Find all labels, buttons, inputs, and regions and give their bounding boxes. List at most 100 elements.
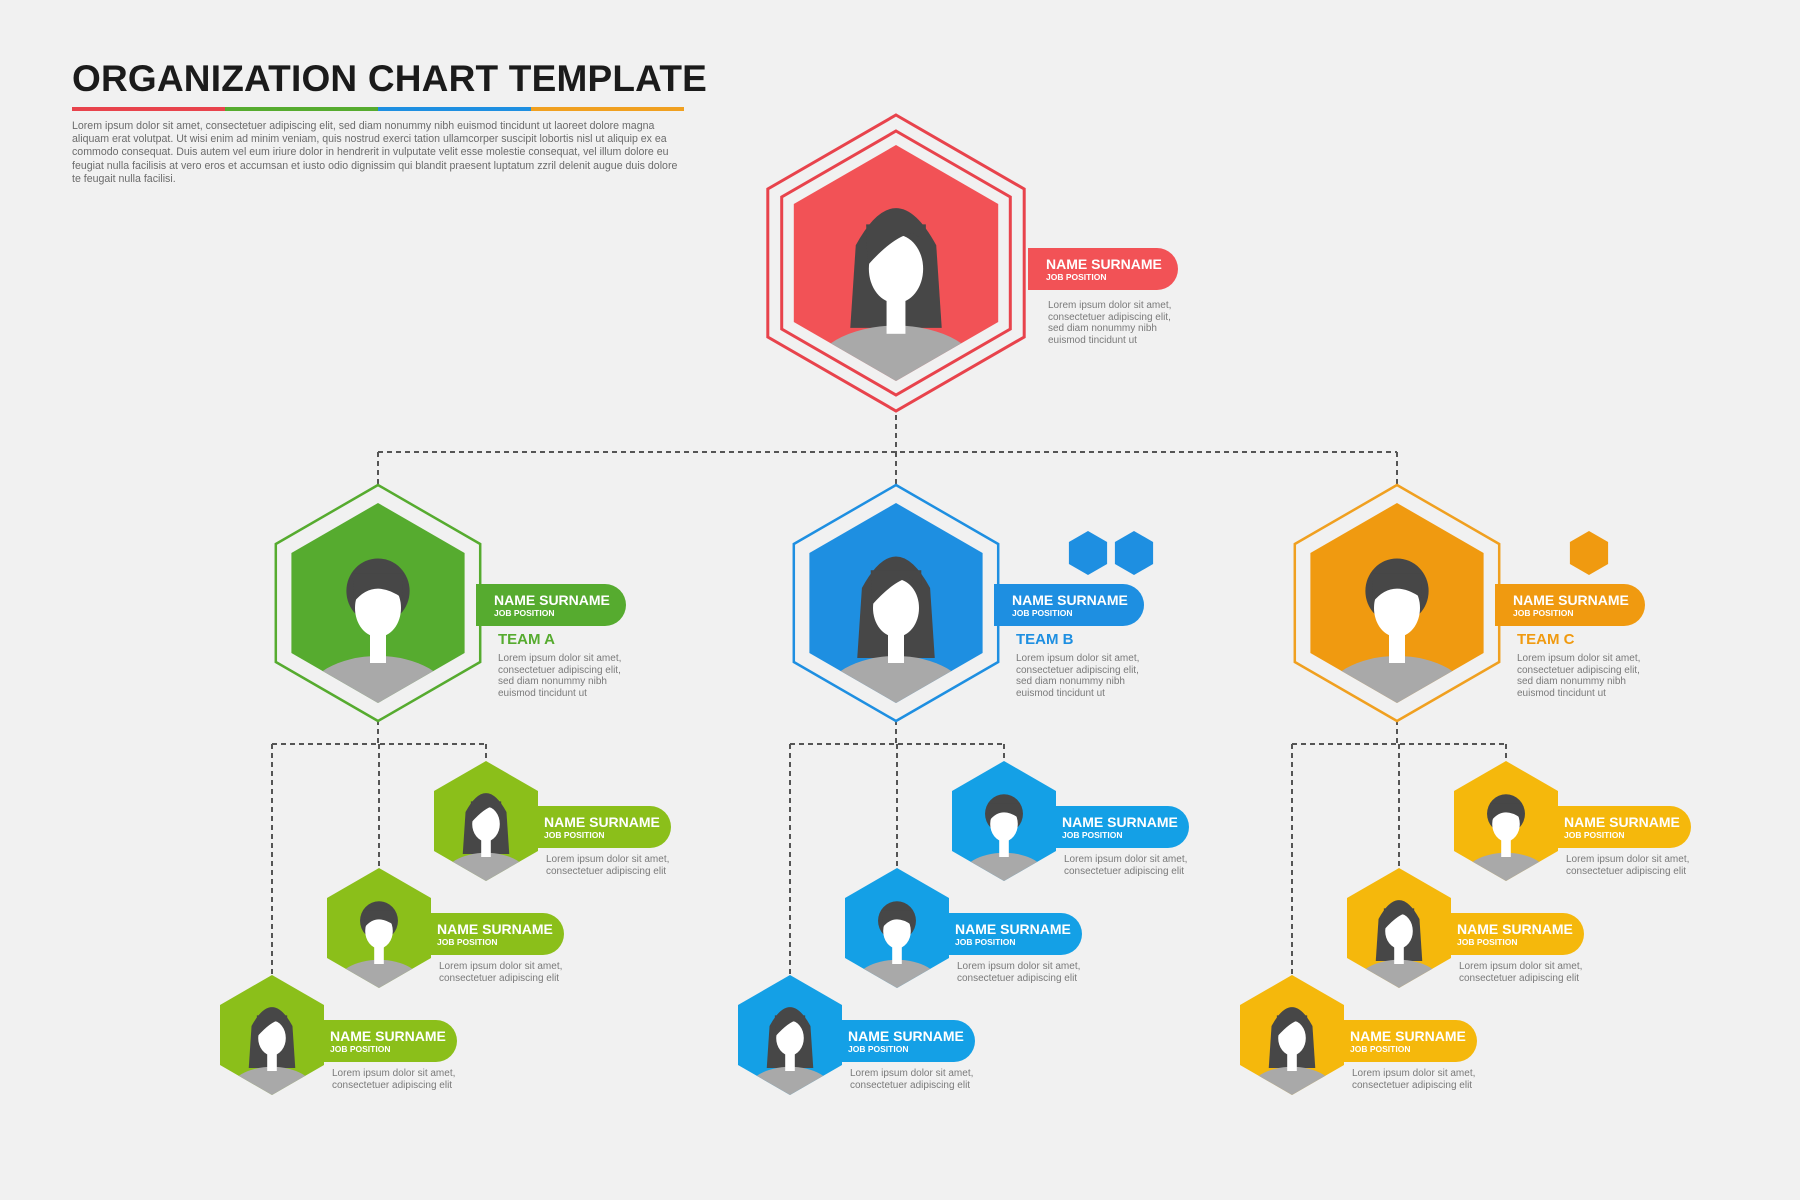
- person-description: Lorem ipsum dolor sit amet,consectetuer …: [1517, 653, 1640, 699]
- team-member-node: [738, 975, 842, 1095]
- description-line: Lorem ipsum dolor sit amet,: [1064, 854, 1188, 865]
- job-position: JOB POSITION: [848, 1044, 909, 1054]
- description-line: euismod tincidunt ut: [1048, 334, 1137, 346]
- person-description: Lorem ipsum dolor sit amet,consectetuer …: [1048, 300, 1171, 346]
- description-line: consectetuer adipiscing elit,: [1048, 311, 1171, 323]
- job-position: JOB POSITION: [330, 1044, 391, 1054]
- person-description: Lorem ipsum dolor sit amet,consectetuer …: [957, 961, 1080, 984]
- description-line: Lorem ipsum dolor sit amet,: [332, 1068, 456, 1079]
- female-avatar-icon: [228, 1007, 316, 1095]
- person-name: NAME SURNAME: [1046, 256, 1162, 272]
- intro-line: Lorem ipsum dolor sit amet, consectetuer…: [72, 120, 655, 132]
- person-description: Lorem ipsum dolor sit amet,consectetuer …: [439, 961, 562, 984]
- decorative-hexagon-icon: [1114, 531, 1154, 575]
- description-line: Lorem ipsum dolor sit amet,: [1459, 961, 1583, 972]
- female-avatar-icon: [811, 208, 981, 381]
- description-line: sed diam nonummy nibh: [1016, 676, 1125, 688]
- person-description: Lorem ipsum dolor sit amet,consectetuer …: [1352, 1068, 1475, 1091]
- person-name: NAME SURNAME: [848, 1028, 964, 1044]
- description-line: Lorem ipsum dolor sit amet,: [1352, 1068, 1476, 1079]
- person-name: NAME SURNAME: [1564, 814, 1680, 830]
- title-bar-segment: [378, 107, 531, 111]
- job-position: JOB POSITION: [544, 830, 605, 840]
- person-description: Lorem ipsum dolor sit amet,consectetuer …: [1016, 653, 1139, 699]
- person-name: NAME SURNAME: [1457, 921, 1573, 937]
- description-line: consectetuer adipiscing elit: [1064, 865, 1185, 877]
- person-description: Lorem ipsum dolor sit amet,consectetuer …: [498, 653, 621, 699]
- person-name: NAME SURNAME: [1350, 1028, 1466, 1044]
- person-description: Lorem ipsum dolor sit amet,consectetuer …: [1566, 854, 1689, 877]
- decorative-hexagon-icon: [1068, 531, 1108, 575]
- description-line: sed diam nonummy nibh: [1048, 323, 1157, 335]
- description-line: consectetuer adipiscing elit: [439, 972, 560, 984]
- job-position: JOB POSITION: [1046, 272, 1107, 282]
- team-label: TEAM B: [1016, 631, 1074, 648]
- description-line: consectetuer adipiscing elit,: [498, 664, 621, 676]
- female-avatar-icon: [442, 793, 530, 881]
- job-position: JOB POSITION: [1012, 608, 1073, 618]
- male-avatar-icon: [1462, 794, 1550, 881]
- description-line: sed diam nonummy nibh: [1517, 676, 1626, 688]
- job-position: JOB POSITION: [1350, 1044, 1411, 1054]
- team-member-node: [1240, 975, 1344, 1095]
- person-description: Lorem ipsum dolor sit amet,consectetuer …: [850, 1068, 973, 1091]
- person-name: NAME SURNAME: [1062, 814, 1178, 830]
- description-line: euismod tincidunt ut: [1517, 687, 1606, 699]
- team-member-node: [220, 975, 324, 1095]
- ceo-node: [766, 113, 1026, 413]
- description-line: consectetuer adipiscing elit: [850, 1079, 971, 1091]
- description-line: consectetuer adipiscing elit,: [1016, 664, 1139, 676]
- description-line: sed diam nonummy nibh: [498, 676, 607, 688]
- title-bar-segment: [72, 107, 225, 111]
- job-position: JOB POSITION: [1513, 608, 1574, 618]
- person-name: NAME SURNAME: [437, 921, 553, 937]
- title-bar-segment: [225, 107, 378, 111]
- description-line: Lorem ipsum dolor sit amet,: [1566, 854, 1690, 865]
- job-position: JOB POSITION: [955, 937, 1016, 947]
- female-avatar-icon: [1355, 900, 1443, 988]
- description-line: consectetuer adipiscing elit: [546, 865, 667, 877]
- description-line: Lorem ipsum dolor sit amet,: [439, 961, 563, 972]
- description-line: euismod tincidunt ut: [1016, 687, 1105, 699]
- team-member-node: [1347, 868, 1451, 988]
- team-member-node: [434, 761, 538, 881]
- person-name: NAME SURNAME: [1012, 592, 1128, 608]
- team-member-node: [952, 761, 1056, 881]
- intro-line: commodo consequat. Duis autem vel eum ir…: [72, 146, 669, 159]
- description-line: Lorem ipsum dolor sit amet,: [1016, 653, 1140, 664]
- description-line: consectetuer adipiscing elit: [332, 1079, 453, 1091]
- description-line: Lorem ipsum dolor sit amet,: [546, 854, 670, 865]
- male-avatar-icon: [1325, 558, 1469, 703]
- description-line: Lorem ipsum dolor sit amet,: [1048, 300, 1172, 311]
- description-line: consectetuer adipiscing elit: [1459, 972, 1580, 984]
- person-name: NAME SURNAME: [1513, 592, 1629, 608]
- team-member-node: [845, 868, 949, 988]
- person-name: NAME SURNAME: [330, 1028, 446, 1044]
- intro-line: te feugait nulla facilisi.: [72, 172, 176, 185]
- male-avatar-icon: [306, 558, 450, 703]
- description-line: euismod tincidunt ut: [498, 687, 587, 699]
- team-lead-node: [1293, 483, 1501, 723]
- person-name: NAME SURNAME: [544, 814, 660, 830]
- job-position: JOB POSITION: [1062, 830, 1123, 840]
- female-avatar-icon: [746, 1007, 834, 1095]
- description-line: Lorem ipsum dolor sit amet,: [850, 1068, 974, 1079]
- female-avatar-icon: [824, 556, 968, 703]
- male-avatar-icon: [853, 901, 941, 988]
- male-avatar-icon: [960, 794, 1048, 881]
- job-position: JOB POSITION: [1564, 830, 1625, 840]
- team-lead-node: [274, 483, 482, 723]
- intro-paragraph: Lorem ipsum dolor sit amet, consectetuer…: [72, 120, 690, 186]
- description-line: consectetuer adipiscing elit: [1352, 1079, 1473, 1091]
